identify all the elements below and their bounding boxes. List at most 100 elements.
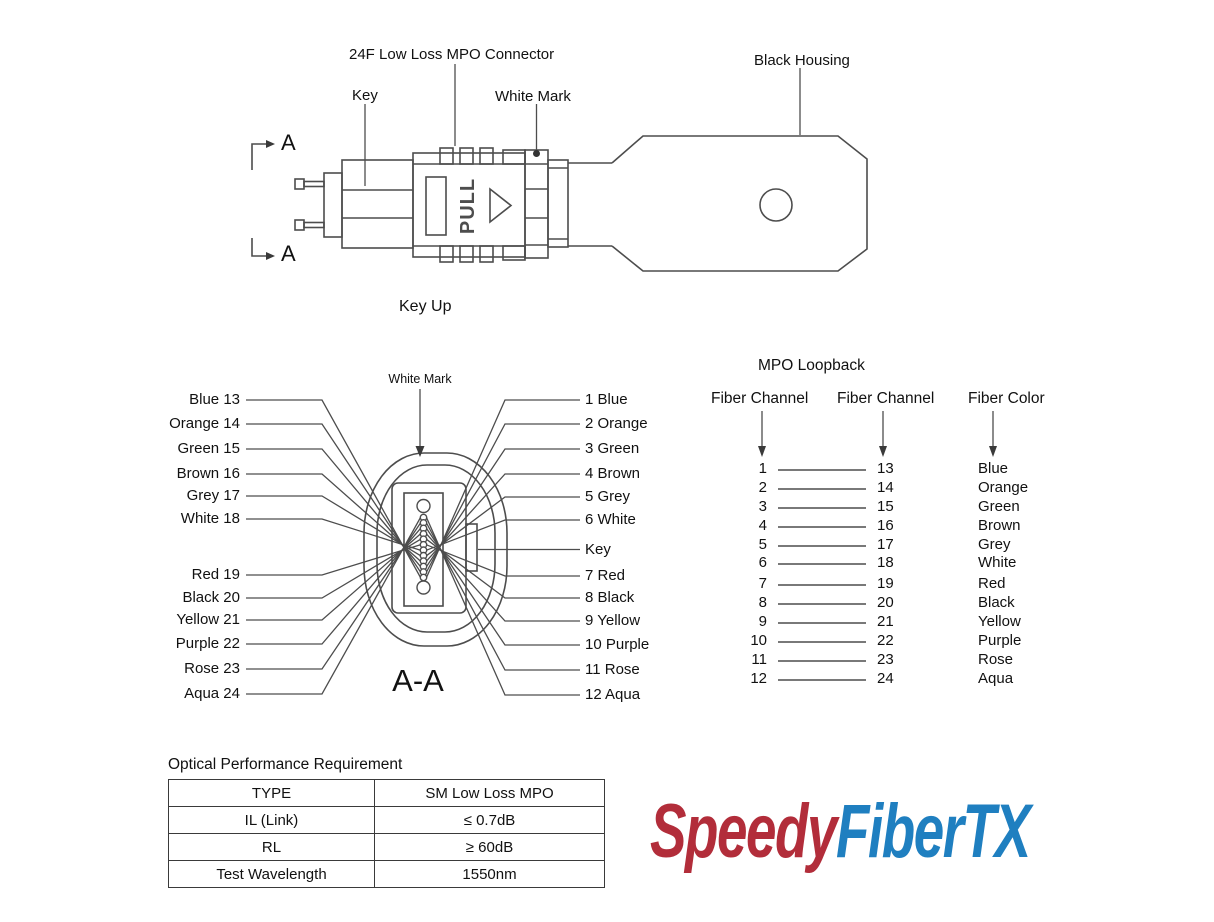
loopback-ch-a: 5 (758, 536, 767, 553)
loopback-ch-b: 23 (877, 651, 894, 668)
fiber-label-left: Aqua 24 (184, 685, 240, 702)
loopback-ch-b: 22 (877, 632, 894, 649)
fiber-label-left: Orange 14 (169, 415, 240, 432)
speedyfibertx-logo: SpeedyFiberTX (650, 788, 1031, 876)
fiber-label-right: 9 Yellow (585, 612, 641, 629)
perf-value: SM Low Loss MPO (374, 779, 605, 807)
loopback-table-lines (758, 411, 997, 681)
loopback-color: White (978, 554, 1017, 571)
loopback-ch-a: 7 (758, 575, 767, 592)
key-label: Key (352, 87, 378, 104)
perf-value: ≤ 0.7dB (374, 806, 605, 834)
logo-text-blue: FiberTX (836, 789, 1031, 874)
loopback-color: Grey (978, 536, 1011, 553)
loopback-ch-a: 8 (758, 594, 767, 611)
loopback-ch-b: 20 (877, 594, 894, 611)
section-aa-caption: A-A (392, 663, 444, 698)
table-row: Test Wavelength 1550nm (168, 860, 605, 888)
fiber-label-right: 6 White (585, 511, 636, 528)
loopback-ch-a: 2 (758, 479, 767, 496)
fiber-label-right: 10 Purple (585, 636, 650, 653)
key-bump (465, 523, 478, 572)
loopback-ch-a: 3 (758, 498, 767, 515)
fiber-label-right: 4 Brown (585, 465, 641, 482)
section-marker-a-bottom: A (281, 241, 296, 266)
fiber-label-left: Red 19 (191, 566, 240, 583)
loopback-ch-a: 4 (758, 517, 767, 534)
fiber-label-right: 12 Aqua (585, 686, 641, 703)
fiber-label-right: 7 Red (585, 567, 626, 584)
loopback-ch-b: 14 (877, 479, 894, 496)
loopback-col2-header: Fiber Channel (837, 390, 935, 407)
loopback-ch-b: 17 (877, 536, 894, 553)
loopback-color: Rose (978, 651, 1014, 668)
fiber-label-right: 2 Orange (585, 415, 648, 432)
fiber-label-right: 3 Green (585, 440, 640, 457)
loopback-col3-header: Fiber Color (968, 390, 1045, 407)
loopback-ch-b: 16 (877, 517, 894, 534)
loopback-ch-a: 10 (750, 632, 767, 649)
black-housing-label: Black Housing (754, 52, 850, 69)
loopback-color: Brown (978, 517, 1021, 534)
table-row: TYPE SM Low Loss MPO (168, 779, 605, 807)
table-row: IL (Link) ≤ 0.7dB (168, 806, 605, 834)
key-label-cross-section: Key (585, 541, 611, 558)
fiber-label-right: 1 Blue (585, 391, 628, 408)
performance-table: TYPE SM Low Loss MPO IL (Link) ≤ 0.7dB R… (168, 779, 605, 888)
white-mark-label-small: White Mark (388, 372, 452, 386)
perf-label: IL (Link) (168, 806, 375, 834)
loopback-color: Blue (978, 460, 1009, 477)
fiber-label-right: 11 Rose (585, 661, 640, 678)
fiber-label-left: Green 15 (177, 440, 240, 457)
loopback-ch-b: 18 (877, 554, 894, 571)
loopback-color: Orange (978, 479, 1029, 496)
loopback-ch-a: 1 (758, 460, 767, 477)
loopback-ch-b: 19 (877, 575, 894, 592)
loopback-ch-a: 9 (758, 613, 767, 630)
perf-value: ≥ 60dB (374, 833, 605, 861)
fiber-label-left: Purple 22 (175, 635, 240, 652)
section-marker-a-top: A (281, 130, 296, 155)
perf-label: Test Wavelength (168, 860, 375, 888)
loopback-col1-header: Fiber Channel (711, 390, 809, 407)
section-cut-markers (251, 140, 275, 260)
connector-side-view (294, 64, 868, 272)
housing-hole (759, 188, 793, 222)
loopback-title: MPO Loopback (758, 357, 865, 374)
perf-label: RL (168, 833, 375, 861)
fiber-label-right: 5 Grey (585, 488, 631, 505)
loopback-color: Aqua (978, 670, 1014, 687)
loopback-color: Yellow (978, 613, 1021, 630)
logo-text-red: Speedy (650, 789, 837, 874)
loopback-color: Red (978, 575, 1006, 592)
perf-label: TYPE (168, 779, 375, 807)
fiber-label-left: White 18 (180, 510, 240, 527)
fiber-label-left: Black 20 (182, 589, 240, 606)
performance-title: Optical Performance Requirement (168, 756, 403, 773)
fiber-label-right: 8 Black (585, 589, 635, 606)
loopback-color: Purple (978, 632, 1022, 649)
table-row: RL ≥ 60dB (168, 833, 605, 861)
loopback-ch-b: 13 (877, 460, 894, 477)
connector-label: 24F Low Loss MPO Connector (349, 46, 555, 63)
loopback-color: Green (978, 498, 1020, 515)
loopback-color: Black (978, 594, 1015, 611)
fiber-label-left: Rose 23 (184, 660, 240, 677)
key-up-caption: Key Up (399, 298, 452, 315)
fiber-label-left: Blue 13 (189, 391, 240, 408)
white-mark-label: White Mark (495, 88, 571, 105)
loopback-ch-b: 21 (877, 613, 894, 630)
cross-section-view (246, 389, 580, 696)
loopback-ch-b: 24 (877, 670, 894, 687)
loopback-ch-a: 6 (758, 554, 767, 571)
white-mark-dot (533, 150, 540, 157)
loopback-ch-a: 12 (750, 670, 767, 687)
perf-value: 1550nm (374, 860, 605, 888)
fiber-label-left: Grey 17 (186, 487, 240, 504)
fiber-label-left: Brown 16 (176, 465, 240, 482)
pull-text: PULL (456, 177, 479, 235)
fiber-label-left: Yellow 21 (176, 611, 240, 628)
loopback-ch-a: 11 (751, 651, 767, 668)
